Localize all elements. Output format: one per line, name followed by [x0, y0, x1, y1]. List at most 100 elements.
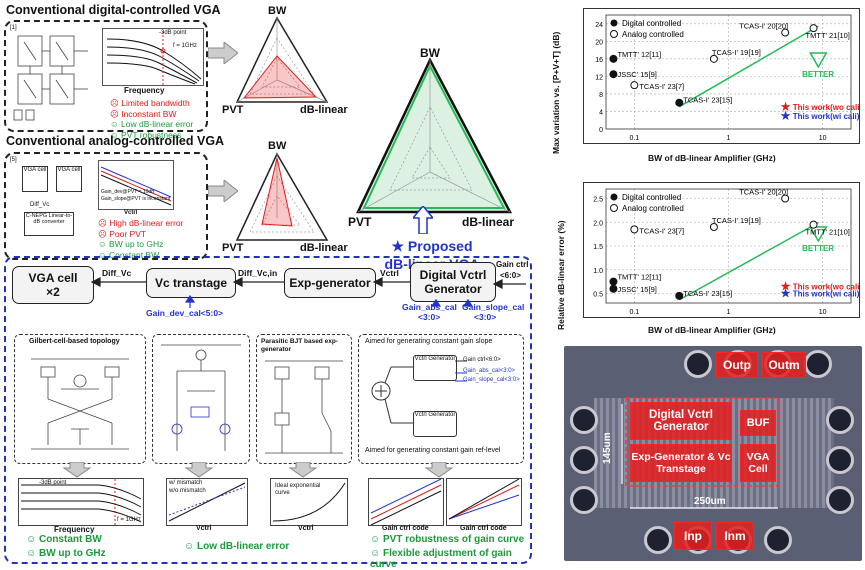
die-buf: BUF — [740, 410, 776, 436]
gain-abs-bits: <3:0> — [418, 312, 441, 322]
gain-abs-cal-label: Gain_abs_cal — [402, 302, 457, 312]
die-dim-w: 250um — [694, 496, 726, 507]
arrow-up-icon — [413, 206, 433, 234]
benefit-constant-bw: ☺ Constant BW — [26, 534, 102, 545]
radar2-right-label: dB-linear — [300, 242, 348, 254]
point-label: TMTT' 21[10] — [806, 31, 850, 40]
digital-pros-cons: ☹ Limited bandwidth☹ Inconstant BW☺ Low … — [110, 98, 193, 140]
analog-note2: Gain_slope@PVT is inconstant — [101, 196, 171, 202]
vctrl-gen-subbox: Aimed for generating constant gain slope… — [358, 334, 524, 464]
radar3-top-label: BW — [420, 46, 440, 60]
digital-freq-plot: -3dB point f = 1GHz — [102, 28, 204, 86]
gilbert-title: Gilbert-cell-based topology — [29, 338, 120, 345]
x-tick-label: 0.1 — [629, 135, 639, 142]
better-label: BETTER — [802, 70, 834, 79]
y-tick-label: 0.5 — [593, 292, 603, 299]
x-tick-label: 10 — [819, 135, 827, 142]
y-tick-label: 12 — [595, 74, 603, 81]
point-label: TCAS-I' 20[20] — [739, 22, 788, 31]
point-label: TCAS-I' 19[19] — [712, 48, 761, 57]
gilbert-subbox: Gilbert-cell-based topology — [14, 334, 146, 464]
point-label: TCAS-I' 23[7] — [639, 226, 684, 235]
y-tick-label: 4 — [599, 109, 603, 116]
bw-plot-3db: -3dB point — [39, 480, 67, 486]
analog-vga-cell-2: VGA cell — [56, 166, 82, 192]
const-slope-note: Aimed for generating constant gain slope — [365, 338, 493, 345]
legend-marker — [610, 19, 618, 27]
digital-vctrl-block: Digital Vctrl Generator — [410, 262, 496, 302]
y-tick-label: 0 — [599, 127, 603, 134]
data-point — [630, 81, 639, 90]
point-label: JSSC' 15[9] — [617, 70, 656, 79]
conv-analog-title: Conventional analog-controlled VGA — [6, 134, 225, 148]
arrow-right-icon — [208, 180, 238, 202]
digital-plot-f: f = 1GHz — [173, 43, 197, 49]
pad — [570, 406, 598, 434]
data-point — [630, 225, 639, 234]
pad — [570, 486, 598, 514]
benefit-pvt: ☺ PVT robustness of gain curve — [370, 534, 525, 545]
ideal-curve: Ideal exponential curve — [275, 483, 321, 496]
abs-cal-sig: Gain_abs_cal<3:0> — [463, 368, 516, 374]
y-tick-label: 2.5 — [593, 197, 603, 204]
this-work-wo-label: This work(wo cali) — [793, 103, 859, 112]
data-point — [809, 220, 818, 229]
w-mismatch: w/ mismatch — [169, 480, 203, 486]
legend-label: Analog controlled — [622, 30, 684, 39]
x-tick-label: 10 — [819, 309, 827, 316]
legend-marker — [610, 193, 618, 201]
conv-analog-ref: [5] — [10, 157, 17, 163]
data-point — [675, 98, 684, 107]
star-icon: ★ — [780, 279, 792, 294]
data-point — [709, 54, 718, 63]
benefit-bw-ghz: ☺ BW up to GHz — [26, 548, 106, 559]
pros-cons-item: ☹ Limited bandwidth — [110, 98, 190, 108]
radar1-right-label: dB-linear — [300, 104, 348, 116]
digital-plot-legend: -3dB point — [159, 30, 187, 36]
conv-digital-ref: [1] — [10, 25, 17, 31]
data-point — [609, 284, 618, 293]
gain-dev-cal-label: Gain_dev_cal<5:0> — [146, 308, 224, 318]
point-label: TMTT' 12[11] — [617, 50, 661, 59]
block-arrows — [90, 277, 526, 308]
die-dim-arrows — [621, 397, 779, 509]
pad — [804, 350, 832, 378]
legend-marker — [610, 204, 618, 212]
star-icon: ★ — [780, 287, 792, 302]
mismatch-plot: w/ mismatch w/o mismatch — [166, 478, 248, 526]
pros-cons-item: ☹ Poor PVT — [98, 228, 147, 239]
slope-plot — [446, 478, 522, 526]
point-label: JSSC' 15[9] — [617, 285, 656, 294]
chart1-xlabel: BW of dB-linear Amplifier (GHz) — [648, 153, 776, 163]
radar3-left-label: PVT — [348, 215, 372, 229]
die-inm: Inm — [716, 522, 754, 550]
diff-vc-label: Diff_Vc — [102, 268, 132, 278]
chart2-xlabel: BW of dB-linear Amplifier (GHz) — [648, 325, 776, 335]
vga-cell-label: VGA cell — [28, 271, 78, 285]
intercept-xlabel: Gain ctrl code — [382, 525, 429, 532]
pros-cons-item: ☹ Inconstant BW — [110, 108, 177, 119]
point-label: TCAS-I' 23[15] — [683, 289, 732, 298]
data-point — [781, 194, 790, 203]
die-outp: Outp — [716, 352, 758, 378]
data-point — [609, 277, 618, 286]
die-outm: Outm — [762, 352, 806, 378]
radar-digital — [235, 16, 329, 103]
mismatch-xlabel: Vctrl — [196, 525, 212, 532]
chart1-ylabel: Max variation vs. [P+V+T] (dB) — [551, 31, 561, 154]
gain-slope-bits: <3:0> — [474, 312, 497, 322]
analog-vga-cell-1: VGA cell — [22, 166, 48, 192]
trend-line — [678, 25, 819, 108]
pad — [644, 526, 672, 554]
slope-cal-sig: Gain_slope_cal<3:0> — [463, 377, 520, 383]
point-label: TMTT' 21[10] — [806, 228, 850, 237]
pad — [764, 526, 792, 554]
legend-label: Analog controlled — [622, 204, 684, 213]
vga-count-label: ×2 — [46, 285, 60, 299]
radar-proposed — [356, 57, 513, 214]
star-icon: ★ — [780, 100, 792, 115]
const-ref-note: Aimed for generating constant gain ref-l… — [365, 447, 501, 454]
